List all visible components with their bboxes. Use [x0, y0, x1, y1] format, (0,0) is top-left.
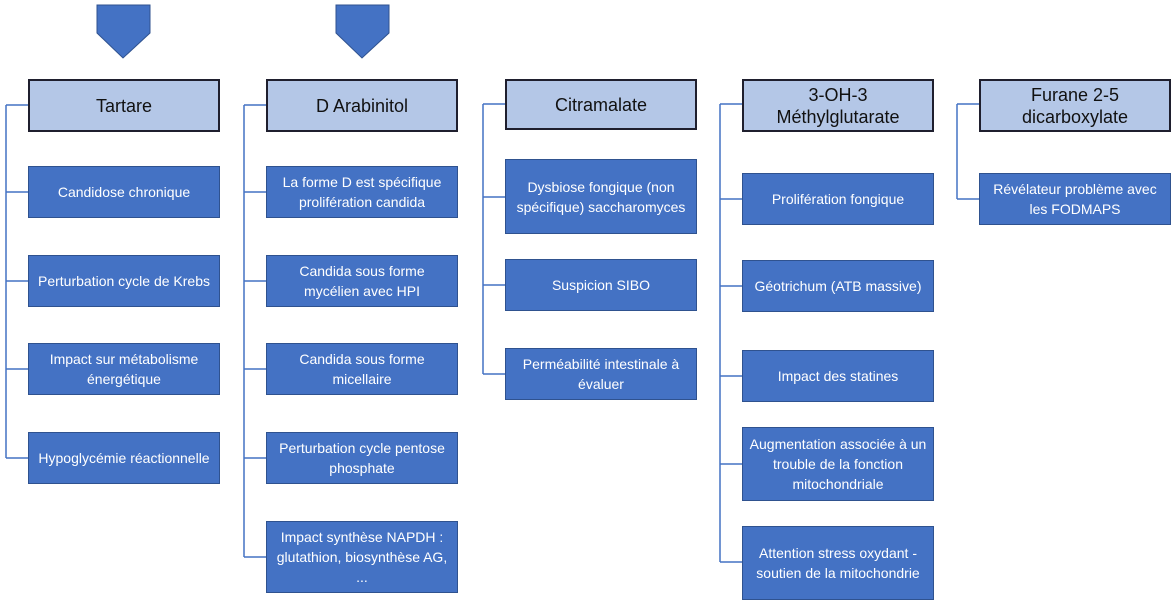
header-tartare: Tartare	[28, 79, 220, 132]
down-arrow-d-arabinitol	[335, 4, 390, 59]
methylglutarate-item-5-label: Attention stress oxydant - soutien de la…	[756, 545, 920, 581]
methylglutarate-item-1: Prolifération fongique	[742, 173, 934, 225]
header-citramalate-label: Citramalate	[554, 94, 648, 115]
furane-item-1-label: Révélateur problème avec les FODMAPS	[993, 181, 1157, 217]
methylglutarate-item-2: Géotrichum (ATB massive)	[742, 260, 934, 312]
methylglutarate-item-1-label: Prolifération fongique	[771, 191, 905, 207]
tartare-item-1-label: Candidose chronique	[57, 184, 191, 200]
methylglutarate-item-4-label: Augmentation associée à un trouble de la…	[749, 436, 927, 492]
header-furane-label: Furane 2-5 dicarboxylate	[1021, 84, 1129, 127]
header-methylglutarate-label: 3-OH-3 Méthylglutarate	[776, 84, 900, 127]
d-arabinitol-item-3-label: Candida sous forme micellaire	[299, 351, 425, 387]
header-tartare-label: Tartare	[95, 95, 153, 116]
citramalate-item-3-label: Perméabilité intestinale à évaluer	[522, 356, 680, 392]
methylglutarate-item-3-label: Impact des statines	[777, 368, 899, 384]
methylglutarate-item-3: Impact des statines	[742, 350, 934, 402]
d-arabinitol-item-3: Candida sous forme micellaire	[266, 343, 458, 395]
d-arabinitol-item-5-label: Impact synthèse NAPDH : glutathion, bios…	[276, 529, 448, 585]
header-d-arabinitol: D Arabinitol	[266, 79, 458, 132]
tartare-item-2: Perturbation cycle de Krebs	[28, 255, 220, 307]
d-arabinitol-item-1: La forme D est spécifique prolifération …	[266, 166, 458, 218]
furane-item-1: Révélateur problème avec les FODMAPS	[979, 173, 1171, 225]
d-arabinitol-item-1-label: La forme D est spécifique prolifération …	[282, 174, 442, 210]
d-arabinitol-item-5: Impact synthèse NAPDH : glutathion, bios…	[266, 521, 458, 593]
tartare-item-3: Impact sur métabolisme énergétique	[28, 343, 220, 395]
d-arabinitol-item-2-label: Candida sous forme mycélien avec HPI	[299, 263, 425, 299]
methylglutarate-item-5: Attention stress oxydant - soutien de la…	[742, 526, 934, 600]
down-arrow-tartare	[96, 4, 151, 59]
citramalate-item-1-label: Dysbiose fongique (non spécifique) sacch…	[516, 178, 686, 215]
header-citramalate: Citramalate	[505, 79, 697, 130]
d-arabinitol-item-4: Perturbation cycle pentose phosphate	[266, 432, 458, 484]
connectors-furane	[956, 103, 979, 200]
tartare-item-4: Hypoglycémie réactionnelle	[28, 432, 220, 484]
header-d-arabinitol-label: D Arabinitol	[315, 95, 409, 116]
tartare-item-2-label: Perturbation cycle de Krebs	[38, 273, 210, 289]
citramalate-item-2-label: Suspicion SIBO	[551, 277, 651, 293]
methylglutarate-item-2-label: Géotrichum (ATB massive)	[754, 278, 922, 294]
connectors-d-arabinitol	[243, 104, 266, 558]
header-methylglutarate: 3-OH-3 Méthylglutarate	[742, 79, 934, 132]
connectors-citramalate	[482, 103, 505, 375]
connectors-methylglutarate	[719, 103, 742, 563]
tartare-item-4-label: Hypoglycémie réactionnelle	[38, 450, 210, 466]
methylglutarate-item-4: Augmentation associée à un trouble de la…	[742, 427, 934, 501]
citramalate-item-3: Perméabilité intestinale à évaluer	[505, 348, 697, 400]
header-furane: Furane 2-5 dicarboxylate	[979, 79, 1171, 132]
d-arabinitol-item-4-label: Perturbation cycle pentose phosphate	[279, 440, 445, 476]
tartare-item-1: Candidose chronique	[28, 166, 220, 218]
citramalate-item-2: Suspicion SIBO	[505, 259, 697, 311]
connectors-tartare	[5, 104, 28, 459]
d-arabinitol-item-2: Candida sous forme mycélien avec HPI	[266, 255, 458, 307]
citramalate-item-1: Dysbiose fongique (non spécifique) sacch…	[505, 159, 697, 234]
tartare-item-3-label: Impact sur métabolisme énergétique	[49, 351, 199, 387]
